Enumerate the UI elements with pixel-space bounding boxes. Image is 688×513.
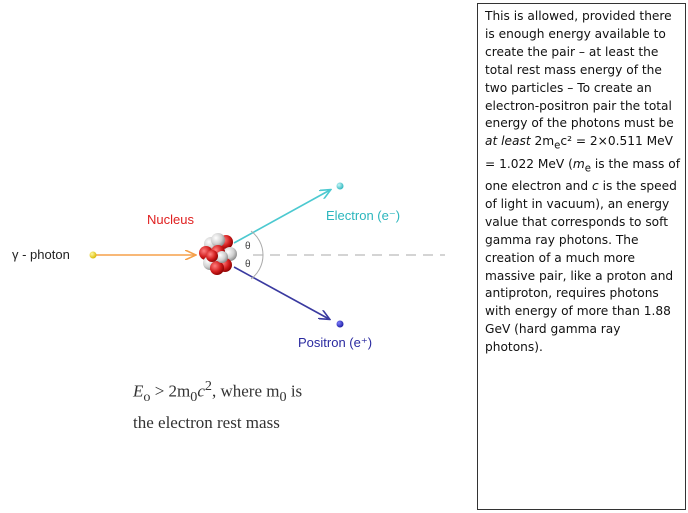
photon-dot xyxy=(89,251,97,259)
pair-production-diagram: γ - photon Electron (e⁻) Positron (e⁺) θ… xyxy=(12,182,445,350)
electron-label: Electron (e⁻) xyxy=(326,208,400,223)
formula-line-1: Eo > 2m0c2, where m0 is xyxy=(133,378,303,406)
electron-dot xyxy=(336,182,344,190)
angle-label-upper: θ xyxy=(245,241,251,252)
electron-arrow xyxy=(233,190,330,244)
positron-dot xyxy=(336,320,344,328)
positron-label: Positron (e⁺) xyxy=(298,335,372,350)
photon-label: γ - photon xyxy=(12,247,70,262)
explanation-textbox: This is allowed, provided there is enoug… xyxy=(477,3,686,510)
nucleus xyxy=(199,233,237,275)
formula-line-2: the electron rest mass xyxy=(133,413,280,433)
positron-arrow xyxy=(233,266,329,319)
threshold-formula: Eo > 2m0c2, where m0 is the electron res… xyxy=(133,374,302,435)
angle-arc xyxy=(250,230,264,280)
nucleus-label: Nucleus xyxy=(147,212,194,227)
angle-label-lower: θ xyxy=(245,259,251,270)
